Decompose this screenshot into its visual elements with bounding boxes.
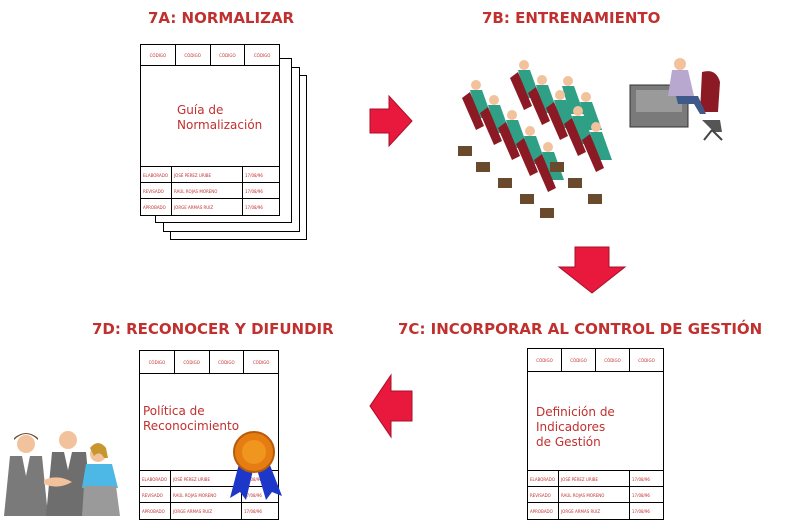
doc-title-line: Definición de (536, 405, 615, 419)
footer-role: ELABORADO (528, 471, 559, 487)
footer-date: 17/08/96 (245, 204, 263, 210)
footer-date: 17/08/96 (245, 188, 263, 194)
doc-title-line: de Gestión (536, 435, 601, 449)
doc-footer-row: REVISADO RAÚL ROJAS MORENO 17/08/96 (141, 182, 279, 199)
award-ribbon-icon (230, 431, 282, 500)
handshake-people-icon (4, 431, 120, 516)
header-cell: CÓDIGO (141, 45, 176, 65)
doc-title: Guía de Normalización (177, 103, 262, 133)
header-cell: CÓDIGO (562, 349, 596, 371)
footer-name: JOSÉ PÉREZ URIBE (559, 471, 630, 487)
footer-name: JORGE ARMAS RUIZ (559, 503, 630, 519)
footer-role: APROBADO (141, 199, 172, 215)
training-clipart-icon (458, 58, 723, 218)
footer-date: 17/08/96 (244, 508, 262, 514)
header-cell: CÓDIGO (528, 349, 562, 371)
header-cell: CÓDIGO (211, 45, 246, 65)
person-right (82, 443, 120, 516)
header-cell: CÓDIGO (252, 359, 270, 365)
title-7c: 7C: INCORPORAR AL CONTROL DE GESTIÓN (398, 320, 763, 338)
footer-date: 17/08/96 (632, 492, 650, 498)
footer-name: JORGE ARMAS RUIZ (172, 199, 243, 215)
audience-icon (458, 60, 612, 218)
doc-header-row: CÓDIGO CÓDIGO CÓDIGO CÓDIGO (140, 351, 278, 374)
footer-date: 17/08/96 (244, 492, 262, 498)
footer-role: APROBADO (528, 503, 559, 519)
title-7d: 7D: RECONOCER Y DIFUNDIR (92, 320, 334, 338)
footer-date: 17/08/96 (632, 476, 650, 482)
footer-role: REVISADO (141, 183, 172, 199)
header-cell: CÓDIGO (140, 351, 175, 373)
header-cell: CÓDIGO (638, 357, 655, 363)
doc-title: Política de Reconocimiento (143, 404, 239, 434)
doc-indicadores: CÓDIGO CÓDIGO CÓDIGO CÓDIGO Definición d… (527, 348, 664, 520)
footer-role: ELABORADO (141, 167, 172, 183)
doc-title-line: Indicadores (536, 420, 606, 434)
doc-footer-row: REVISADO RAÚL ROJAS MORENO 17/08/96 (140, 486, 278, 503)
footer-name: RAÚL ROJAS MORENO (171, 487, 242, 503)
footer-name: JOSÉ PÉREZ URIBE (172, 167, 243, 183)
instructor-icon (629, 58, 723, 141)
header-cell: CÓDIGO (210, 351, 245, 373)
arrow-down-icon (557, 246, 627, 294)
header-cell: CÓDIGO (175, 351, 210, 373)
doc-footer-row: APROBADO JORGE ARMAS RUIZ 17/08/96 (140, 502, 278, 519)
footer-date: 17/08/96 (244, 476, 262, 482)
doc-title-line: Reconocimiento (143, 419, 240, 433)
doc-header-row: CÓDIGO CÓDIGO CÓDIGO CÓDIGO (141, 45, 279, 66)
doc-header-row: CÓDIGO CÓDIGO CÓDIGO CÓDIGO (528, 349, 663, 372)
header-cell: CÓDIGO (253, 52, 271, 58)
doc-title-line: Normalización (177, 118, 263, 132)
title-7b: 7B: ENTRENAMIENTO (482, 9, 661, 27)
doc-footer-row: ELABORADO JOSÉ PÉREZ URIBE 17/08/96 (528, 470, 663, 487)
header-cell: CÓDIGO (596, 349, 630, 371)
doc-title: Definición de Indicadores de Gestión (536, 405, 615, 450)
footer-date: 17/08/96 (632, 508, 650, 514)
footer-date: 17/08/96 (245, 172, 263, 178)
footer-role: ELABORADO (140, 471, 171, 487)
person-left (4, 433, 48, 516)
doc-footer-row: REVISADO RAÚL ROJAS MORENO 17/08/96 (528, 486, 663, 503)
footer-role: APROBADO (140, 503, 171, 519)
person-middle (46, 431, 92, 516)
doc-title-line: Guía de (177, 103, 224, 117)
doc-footer-row: APROBADO JORGE ARMAS RUIZ 17/08/96 (141, 198, 279, 215)
doc-title-line: Política de (143, 404, 205, 418)
arrow-right-icon (369, 94, 413, 148)
footer-name: RAÚL ROJAS MORENO (559, 487, 630, 503)
doc-normalizacion: CÓDIGO CÓDIGO CÓDIGO CÓDIGO Guía de Norm… (140, 44, 280, 216)
doc-footer-row: ELABORADO JOSÉ PÉREZ URIBE 17/08/96 (141, 166, 279, 183)
arrow-left-icon (369, 373, 413, 439)
footer-role: REVISADO (140, 487, 171, 503)
footer-name: JORGE ARMAS RUIZ (171, 503, 242, 519)
title-7a: 7A: NORMALIZAR (148, 9, 295, 27)
header-cell: CÓDIGO (176, 45, 211, 65)
footer-name: RAÚL ROJAS MORENO (172, 183, 243, 199)
doc-footer-row: APROBADO JORGE ARMAS RUIZ 17/08/96 (528, 502, 663, 519)
footer-role: REVISADO (528, 487, 559, 503)
